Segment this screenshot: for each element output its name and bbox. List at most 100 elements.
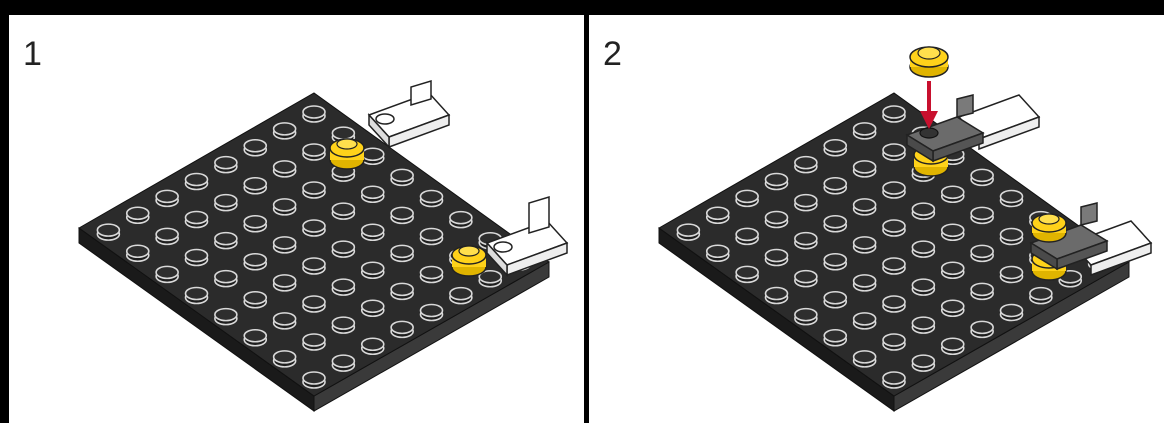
stud-top [824,330,846,342]
stud-top [215,271,237,283]
stud-top [421,267,443,279]
stud-top [971,321,993,333]
stud-top [391,169,413,181]
stud-top [942,300,964,312]
stud-top [421,191,443,203]
stud-top [1001,305,1023,317]
stud-top [244,254,266,266]
stud-top [912,317,934,329]
stud-top [303,372,325,384]
stud-top [854,237,876,249]
stud-top [883,296,905,308]
yellow-round-plate [1032,214,1066,242]
stud-top [362,338,384,350]
step-2-panel: 2 [589,15,1164,423]
stud-top [707,207,729,219]
stud-top [274,199,296,211]
stud-top [450,288,472,300]
stud-top [736,266,758,278]
stud-top [766,288,788,300]
stud-top [332,127,354,139]
stud-top [795,157,817,169]
step-2-illustration [589,15,1164,423]
stud-top [883,106,905,118]
stud-top [362,300,384,312]
yellow-round-plate [330,139,364,169]
stud-top [1001,191,1023,203]
stud-top [883,220,905,232]
stud-top [677,224,699,236]
stud-top [244,140,266,152]
stud-top [274,161,296,173]
stud-top [450,212,472,224]
stud-top [156,228,178,240]
stud-top [707,245,729,257]
stud-top [824,254,846,266]
stud-top [971,207,993,219]
stud-top [854,161,876,173]
stud-top [795,271,817,283]
stud-top [854,199,876,211]
stud-top [766,212,788,224]
stud-top [766,250,788,262]
stud-top [795,195,817,207]
stud-top [332,279,354,291]
stud-top [795,233,817,245]
stud-top [824,140,846,152]
stud-top [156,190,178,202]
stud-top [421,305,443,317]
stud-top [883,182,905,194]
stud-top [854,313,876,325]
stud-top [362,224,384,236]
stud-top [795,309,817,321]
stud-top [1001,229,1023,241]
stud-top [1030,288,1052,300]
stud-top [332,355,354,367]
stud-top [274,275,296,287]
stud-top [215,157,237,169]
stud-top [303,258,325,270]
stud-top [332,203,354,215]
stud-top [244,330,266,342]
stud-top [971,245,993,257]
stud-top [942,224,964,236]
stud-top [883,334,905,346]
stud-top [912,279,934,291]
stud-top [303,296,325,308]
step-1-illustration [9,15,584,423]
stud-top [186,250,208,262]
stud-top [186,174,208,186]
stud-top [244,178,266,190]
stud-top [362,148,384,160]
stud-top [303,182,325,194]
stud-top [1001,267,1023,279]
stud-top [97,224,119,236]
stud-top [883,372,905,384]
stud-top [736,190,758,202]
stud-top [244,292,266,304]
stud-top [274,237,296,249]
stud-top [912,241,934,253]
stud-top [215,233,237,245]
stud-top [854,275,876,287]
step-1-panel: 1 [9,15,584,423]
stud-top [912,355,934,367]
stud-top [824,216,846,228]
stud-top [303,144,325,156]
stud-top [391,207,413,219]
stud-top [186,288,208,300]
stud-top [942,262,964,274]
stud-top [215,195,237,207]
white-bracket [369,81,449,147]
stud-top [942,186,964,198]
stud-top [332,241,354,253]
stud-top [362,262,384,274]
stud-top [912,203,934,215]
stud-top [942,338,964,350]
yellow-round-plate [452,246,486,276]
stud-top [883,144,905,156]
stud-top [971,169,993,181]
stud-top [391,245,413,257]
stud-top [186,212,208,224]
